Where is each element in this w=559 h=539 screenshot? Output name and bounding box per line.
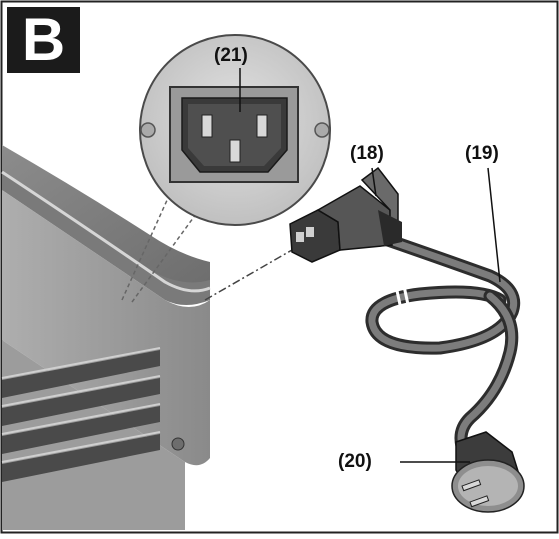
- label-plug: (20): [338, 451, 372, 472]
- label-socket: (21): [214, 45, 248, 66]
- label-connector: (18): [350, 143, 384, 164]
- label-cable: (19): [465, 143, 499, 164]
- power-cable: [365, 167, 521, 453]
- mains-plug: [400, 431, 525, 513]
- appliance-connector: [289, 166, 402, 263]
- socket-zoom-circle: [139, 34, 331, 226]
- figure-badge-letter: B: [21, 6, 66, 73]
- figure-badge: B: [7, 7, 80, 73]
